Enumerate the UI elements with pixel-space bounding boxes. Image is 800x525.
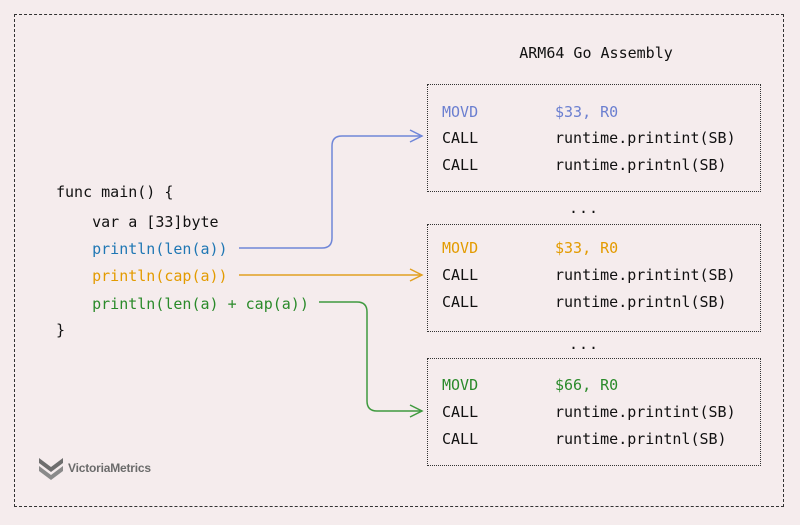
asm-arg: $33, R0 [555, 239, 619, 257]
asm-arg: runtime.printnl(SB) [555, 156, 727, 174]
victoriametrics-logo-icon [39, 458, 63, 480]
asm-op: MOVD [442, 103, 479, 121]
victoriametrics-logo: VictoriaMetrics [38, 453, 151, 483]
asm-block-1: MOVD $33, R0 CALL runtime.printint(SB) C… [427, 84, 761, 192]
diagram-title: ARM64 Go Assembly [519, 44, 673, 62]
asm-op: MOVD [442, 239, 479, 257]
arrow-head-green-icon [409, 404, 424, 418]
asm-arg: runtime.printnl(SB) [555, 430, 727, 448]
asm-block-2: MOVD $33, R0 CALL runtime.printint(SB) C… [427, 224, 761, 332]
code-line-println-sum: println(len(a) + cap(a)) [56, 295, 309, 313]
ellipsis-separator: ... [569, 335, 600, 353]
asm-arg: runtime.printint(SB) [555, 129, 736, 147]
asm-op: CALL [442, 156, 479, 174]
code-line-var-decl: var a [33]byte [56, 213, 219, 231]
diagram-frame [14, 14, 784, 507]
asm-arg: $33, R0 [555, 103, 619, 121]
arrow-head-orange-icon [409, 268, 424, 282]
code-line-println-len: println(len(a)) [56, 240, 228, 258]
asm-op: CALL [442, 129, 479, 147]
asm-op: MOVD [442, 376, 479, 394]
arrow-head-blue-icon [409, 129, 424, 143]
asm-arg: runtime.printint(SB) [555, 266, 736, 284]
ellipsis-separator: ... [569, 199, 600, 217]
asm-op: CALL [442, 293, 479, 311]
code-line-close-brace: } [56, 321, 66, 339]
arrow-len-to-block1 [239, 135, 422, 249]
asm-arg: runtime.printnl(SB) [555, 293, 727, 311]
asm-op: CALL [442, 430, 479, 448]
asm-arg: $66, R0 [555, 376, 619, 394]
code-line-func-main: func main() { [56, 183, 174, 201]
asm-block-3: MOVD $66, R0 CALL runtime.printint(SB) C… [427, 358, 761, 466]
asm-arg: runtime.printint(SB) [555, 403, 736, 421]
arrow-sum-to-block3 [319, 301, 422, 412]
asm-op: CALL [442, 266, 479, 284]
logo-text: VictoriaMetrics [68, 461, 151, 475]
asm-op: CALL [442, 403, 479, 421]
code-line-println-cap: println(cap(a)) [56, 267, 228, 285]
